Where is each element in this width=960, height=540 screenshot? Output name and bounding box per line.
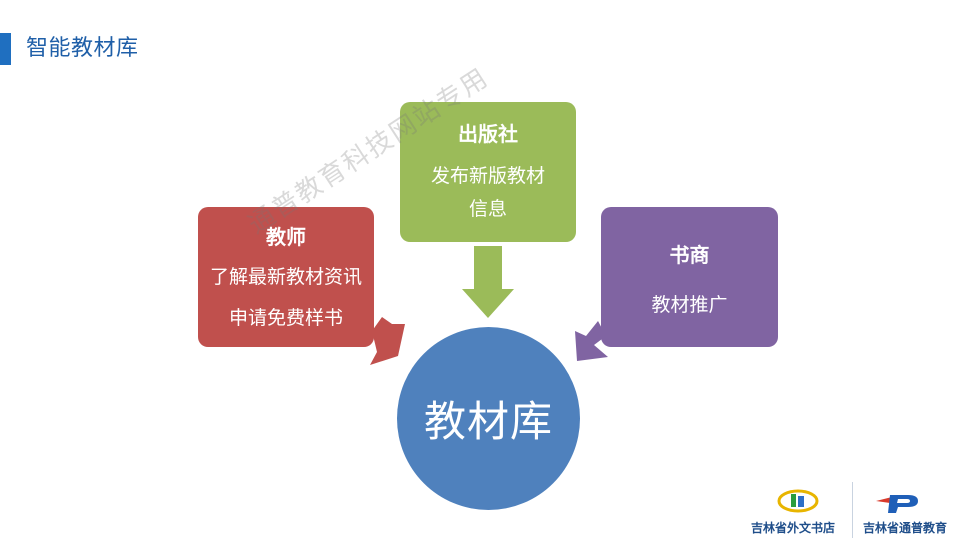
bookseller-line-1: 教材推广 <box>651 294 728 316</box>
title-accent-bar <box>0 33 11 65</box>
teacher-arrow <box>370 317 405 365</box>
bookseller-heading: 书商 <box>669 243 710 267</box>
teacher-line-2: 申请免费样书 <box>228 307 343 329</box>
publisher-heading: 出版社 <box>458 122 518 146</box>
publisher-box: 出版社 发布新版教材 信息 <box>400 102 576 242</box>
teacher-heading: 教师 <box>266 225 306 249</box>
foreign-bookstore-label: 吉林省外文书店 <box>751 521 836 535</box>
center-label: 教材库 <box>423 397 553 446</box>
publisher-line-1: 发布新版教材 <box>430 165 545 187</box>
teacher-line-1: 了解最新教材资讯 <box>209 266 362 288</box>
tongpu-logo-icon <box>876 495 918 513</box>
publisher-arrow <box>462 246 514 318</box>
bookseller-arrow <box>575 321 608 361</box>
foreign-bookstore-logo-icon <box>777 489 819 513</box>
teacher-box: 教师 了解最新教材资讯 申请免费样书 <box>198 207 374 347</box>
center-circle: 教材库 <box>397 327 580 510</box>
tongpu-label: 吉林省通普教育 <box>863 521 948 535</box>
slide-title: 智能教材库 <box>26 36 139 61</box>
bookseller-box: 书商 教材推广 <box>601 207 778 347</box>
publisher-line-2: 信息 <box>468 198 507 220</box>
footer-divider <box>852 482 853 538</box>
